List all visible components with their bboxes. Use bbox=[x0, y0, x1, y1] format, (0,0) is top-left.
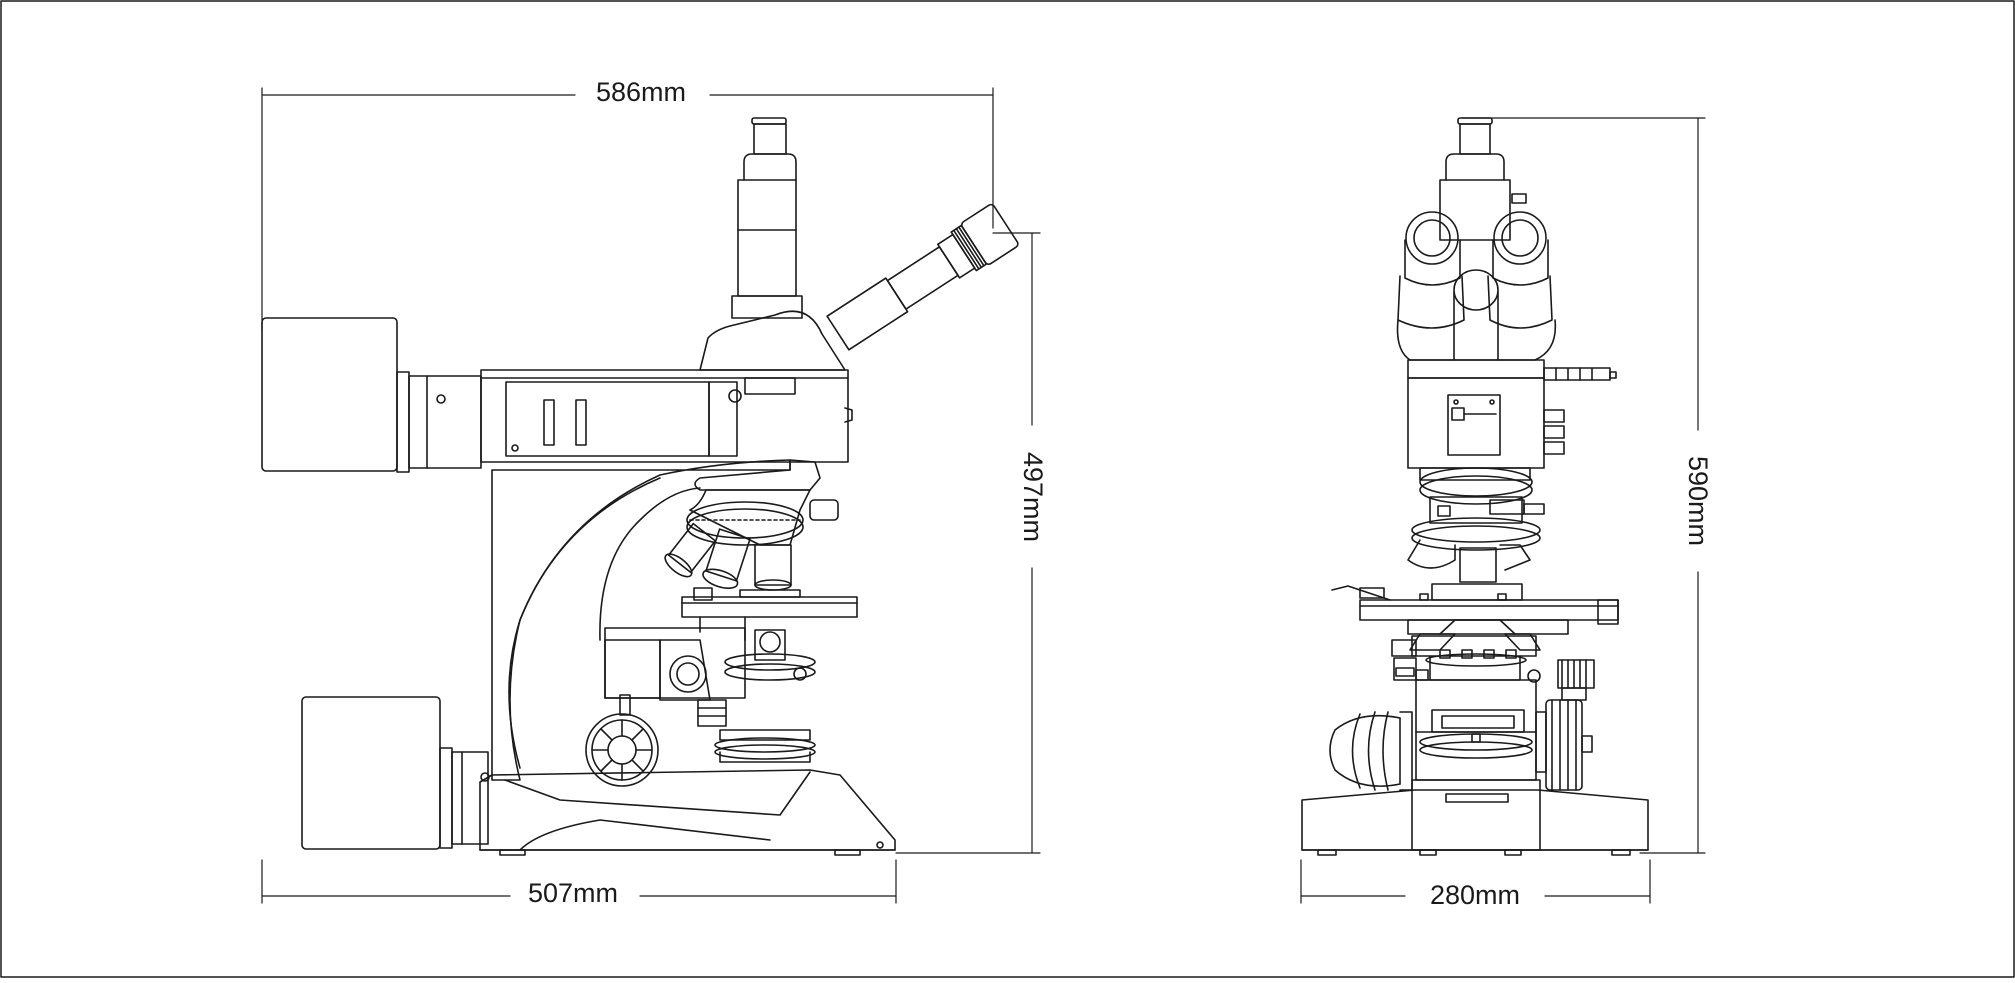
focus-knob-coarse bbox=[585, 713, 659, 787]
front-nosepiece bbox=[1411, 517, 1541, 551]
microscope-side-view bbox=[261, 117, 1019, 856]
microscope-front-view bbox=[1301, 117, 1649, 856]
front-condenser-ring bbox=[1419, 733, 1533, 759]
nosepiece-ring bbox=[686, 501, 804, 546]
front-base bbox=[1301, 789, 1649, 851]
lamp-house-top bbox=[261, 317, 398, 472]
dim-label-front-base-width: 280mm bbox=[1430, 880, 1520, 910]
eyepiece-left bbox=[1397, 211, 1465, 329]
dim-label-side-base-width: 507mm bbox=[528, 878, 618, 908]
front-focus-knob-right bbox=[1535, 699, 1593, 791]
dimension-lines bbox=[261, 87, 1706, 904]
microscope-base bbox=[479, 769, 896, 851]
front-stage bbox=[1359, 599, 1619, 621]
dim-label-side-width: 586mm bbox=[596, 77, 686, 107]
illuminator-block bbox=[480, 369, 849, 463]
dim-label-side-height: 497mm bbox=[1018, 452, 1048, 542]
lamp-house-bottom bbox=[301, 696, 441, 850]
front-focus-knob-left bbox=[1329, 711, 1413, 791]
trinocular-head bbox=[699, 310, 846, 371]
condenser-ring bbox=[724, 653, 816, 681]
dim-label-front-height: 590mm bbox=[1683, 456, 1713, 546]
